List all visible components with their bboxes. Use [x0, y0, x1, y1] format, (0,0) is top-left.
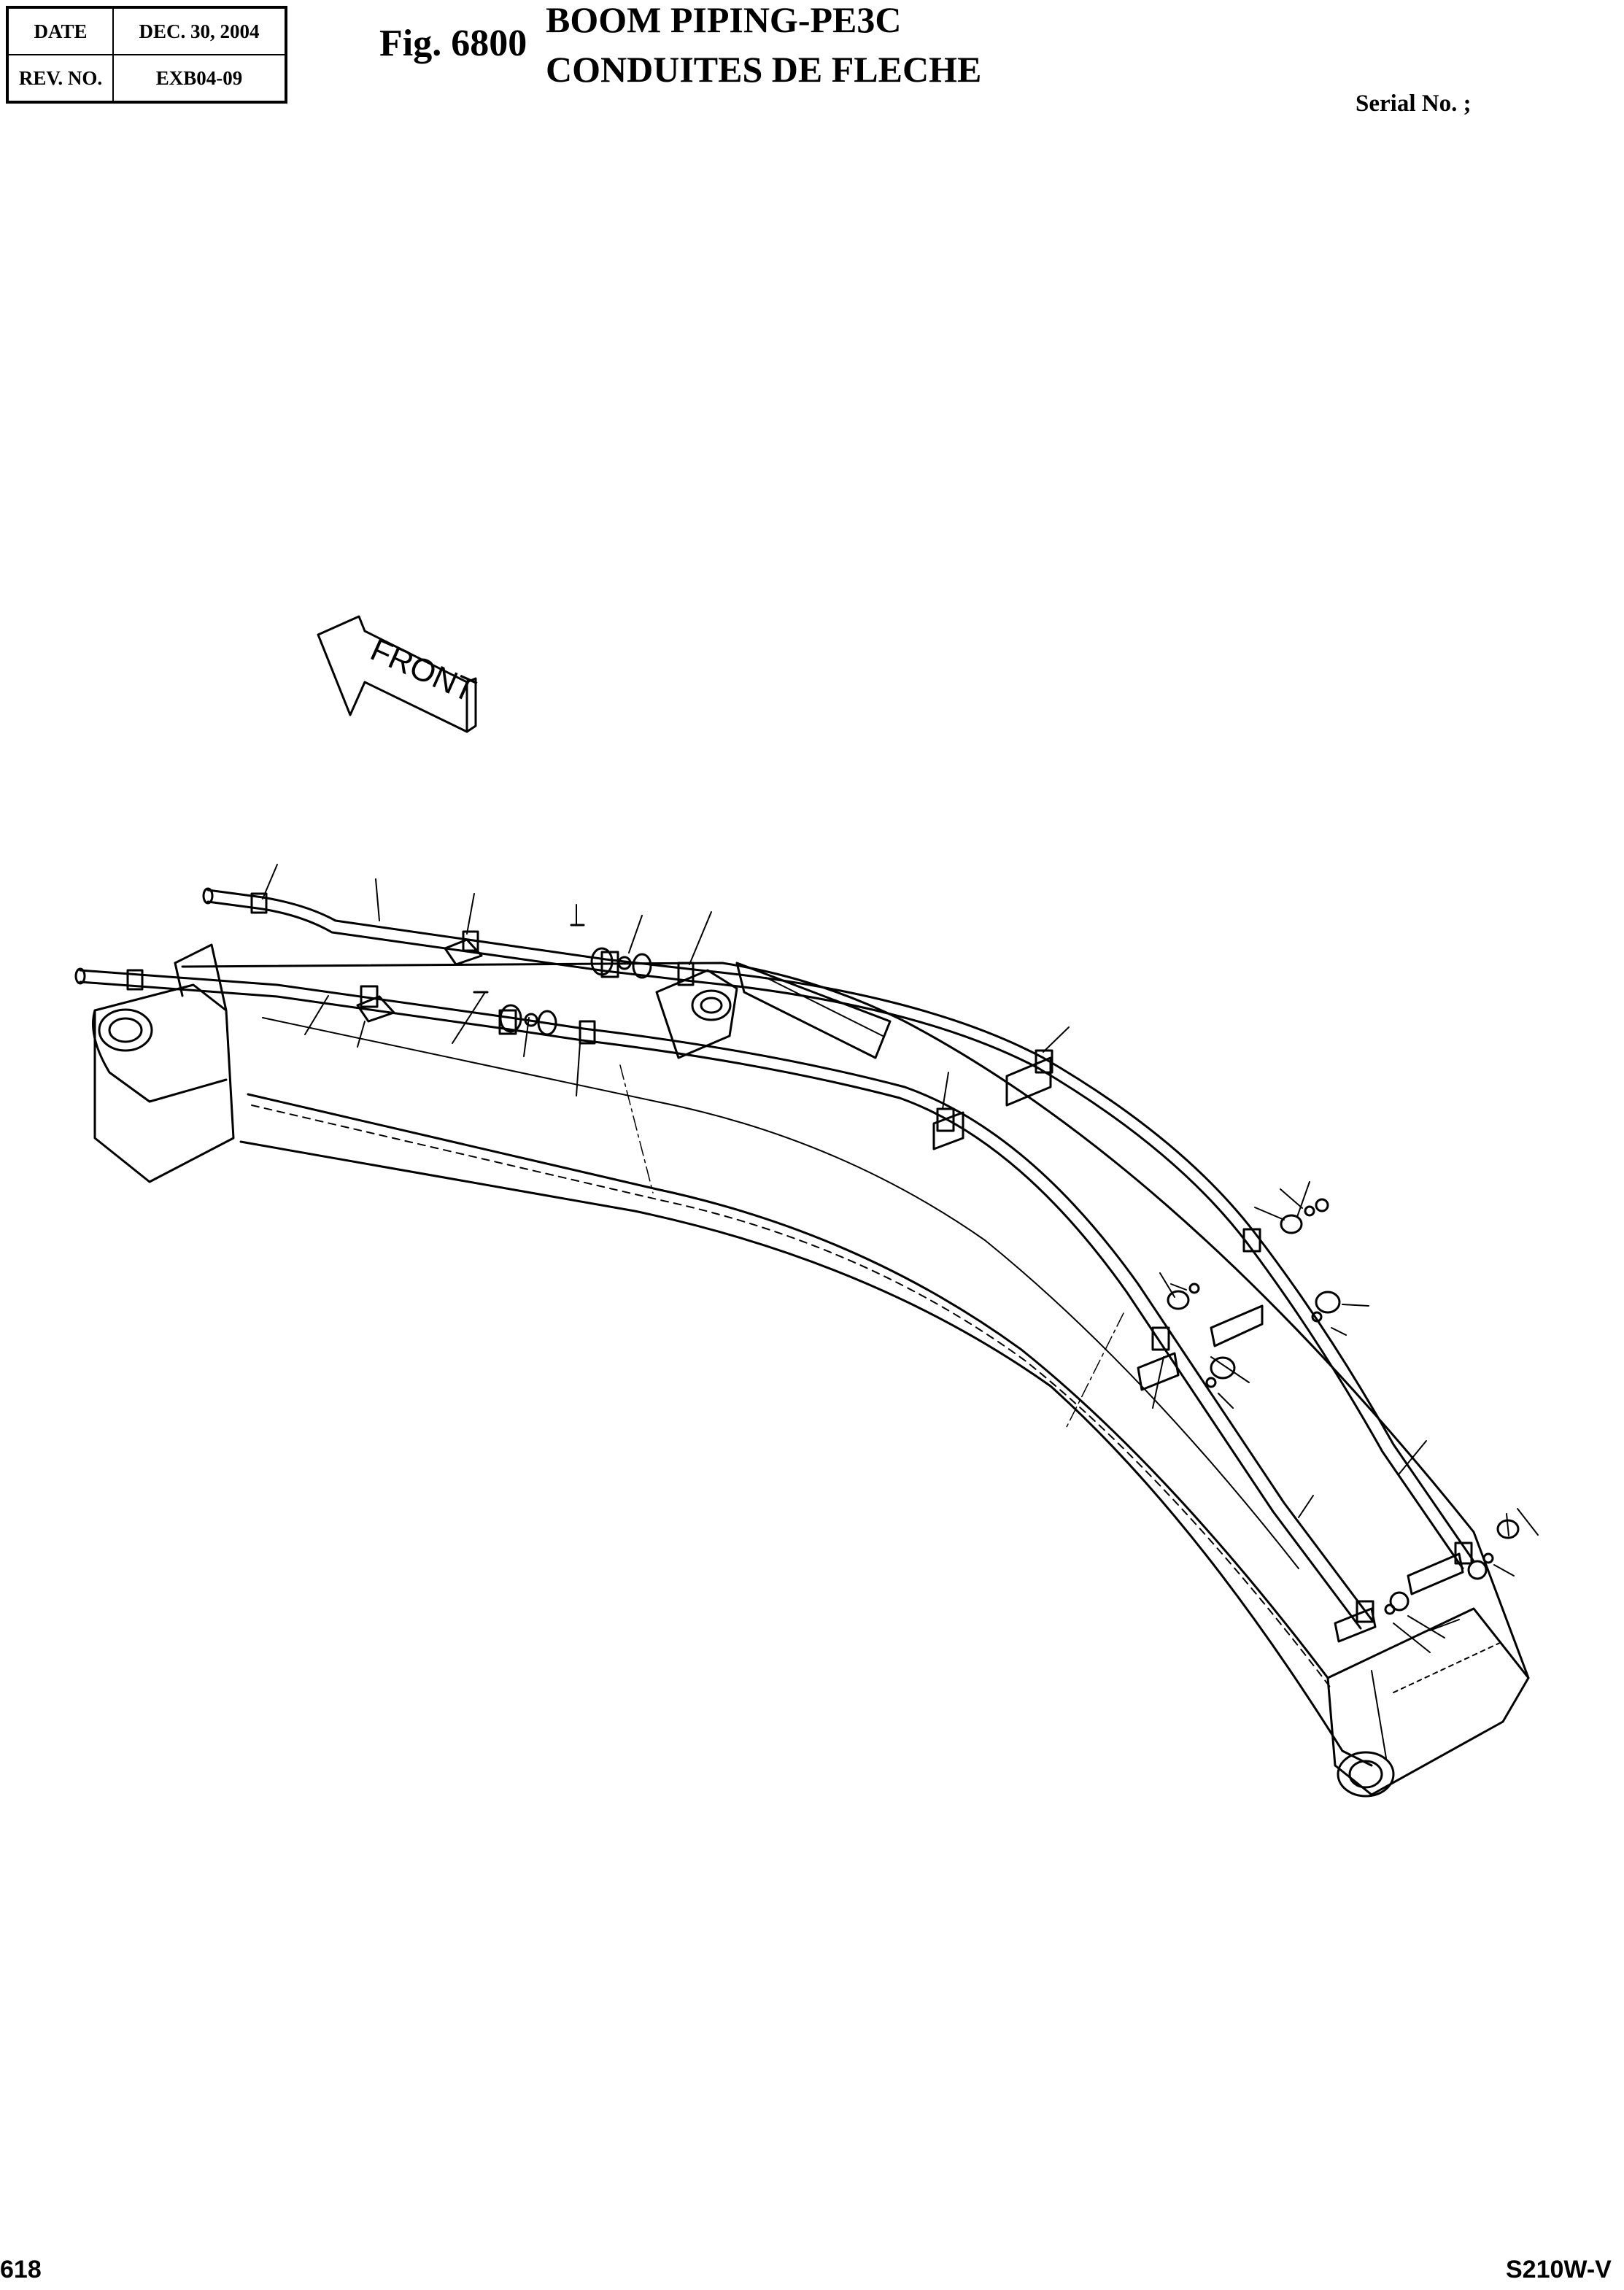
title-english: BOOM PIPING-PE3C — [546, 0, 902, 40]
leader-lines — [262, 864, 1539, 1653]
boom-upper-edge — [181, 962, 1530, 1679]
boom-lower-edge — [239, 1140, 1373, 1767]
figure-number: Fig. 6800 — [379, 23, 527, 64]
serial-number-label: Serial No. ; — [1356, 90, 1472, 117]
pipe-brackets — [356, 938, 1464, 1643]
clamp-group-lower — [126, 969, 1374, 1623]
title-french: CONDUITES DE FLECHE — [546, 49, 982, 90]
fittings — [1167, 1198, 1520, 1615]
model-code: S210W-V — [1506, 2256, 1612, 2283]
pipe-lower — [74, 967, 1373, 1630]
rev-label: REV. NO. — [7, 54, 114, 103]
front-label: FRONT — [366, 632, 481, 709]
page-number: 618 — [0, 2256, 42, 2283]
center-lines — [619, 1064, 1124, 1431]
revision-table: DATE DEC. 30, 2004 REV. NO. EXB04-09 — [6, 6, 287, 104]
cylinder-bracket — [655, 962, 892, 1059]
front-arrow-icon — [317, 615, 477, 733]
boom-foot — [92, 943, 235, 1183]
date-label: DATE — [7, 7, 114, 55]
pipe-joints — [473, 924, 652, 1036]
boom-nose — [1326, 1607, 1530, 1798]
rev-value: EXB04-09 — [112, 54, 287, 103]
date-value: DEC. 30, 2004 — [112, 7, 287, 55]
